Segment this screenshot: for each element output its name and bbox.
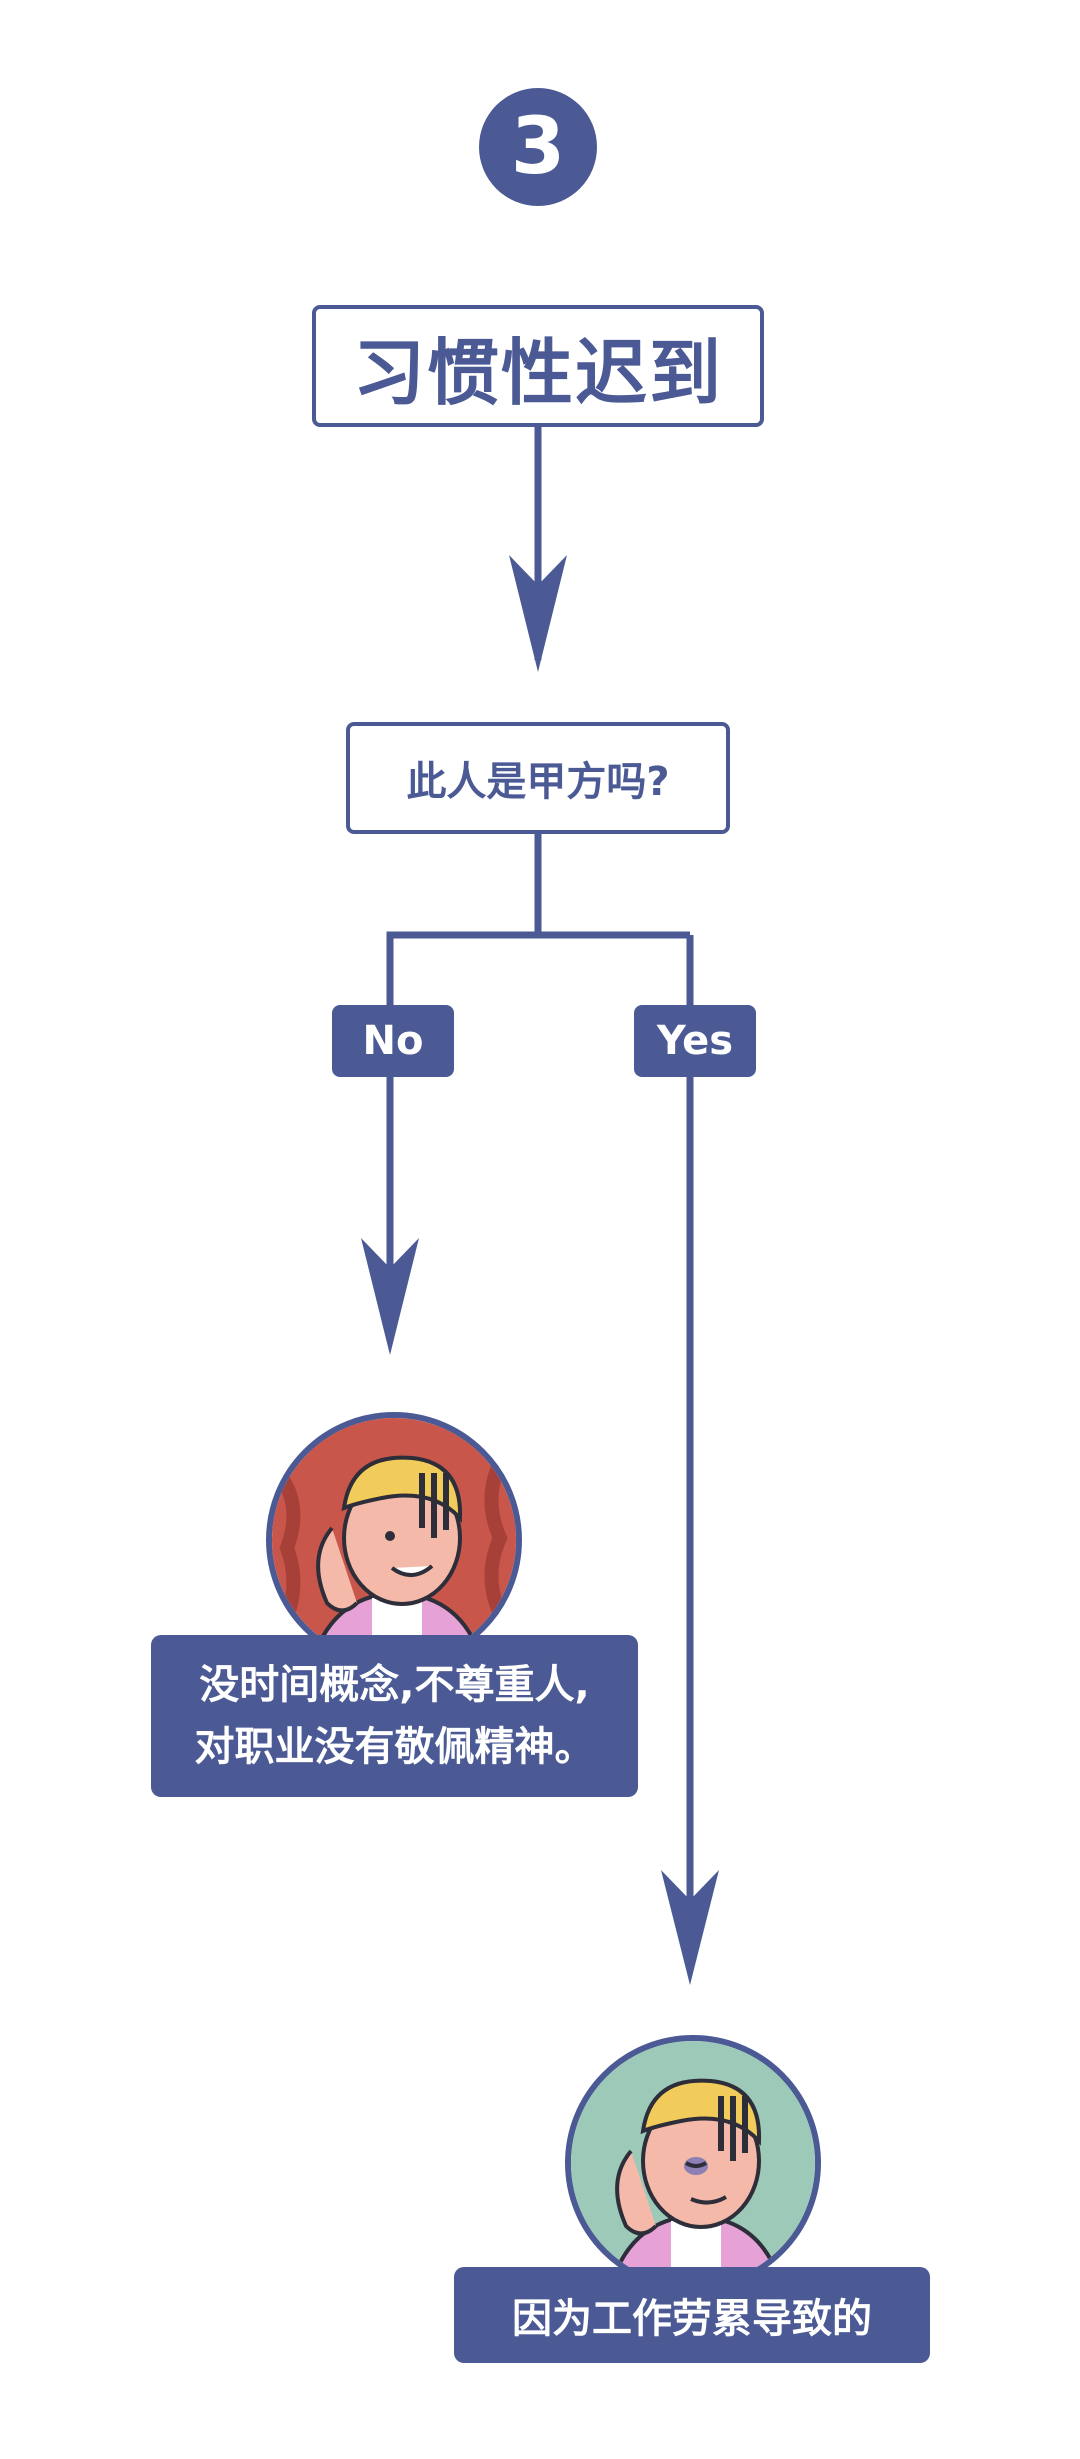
no-result-line-2: 对职业没有敬佩精神。 bbox=[194, 1724, 595, 1770]
no-result-line-1: 没时间概念,不尊重人, bbox=[199, 1662, 590, 1708]
step-number-badge: 3 bbox=[479, 88, 597, 206]
no-branch-label: No bbox=[332, 1005, 454, 1077]
no-result-box: 没时间概念,不尊重人, 对职业没有敬佩精神。 bbox=[151, 1635, 638, 1797]
question-branch-line bbox=[386, 834, 542, 1005]
arrow-down-icon bbox=[509, 555, 567, 672]
flowchart-title: 习惯性迟到 bbox=[312, 305, 764, 427]
yes-result-box: 因为工作劳累导致的 bbox=[454, 2267, 930, 2363]
yes-result-line-1: 因为工作劳累导致的 bbox=[512, 2296, 872, 2342]
worried-man-icon bbox=[266, 1412, 522, 1668]
tired-man-icon bbox=[565, 2035, 821, 2291]
arrow-down-icon bbox=[661, 1870, 719, 1985]
yes-branch-label: Yes bbox=[634, 1005, 756, 1077]
question-box: 此人是甲方吗? bbox=[346, 722, 730, 834]
arrow-down-icon bbox=[361, 1238, 419, 1355]
